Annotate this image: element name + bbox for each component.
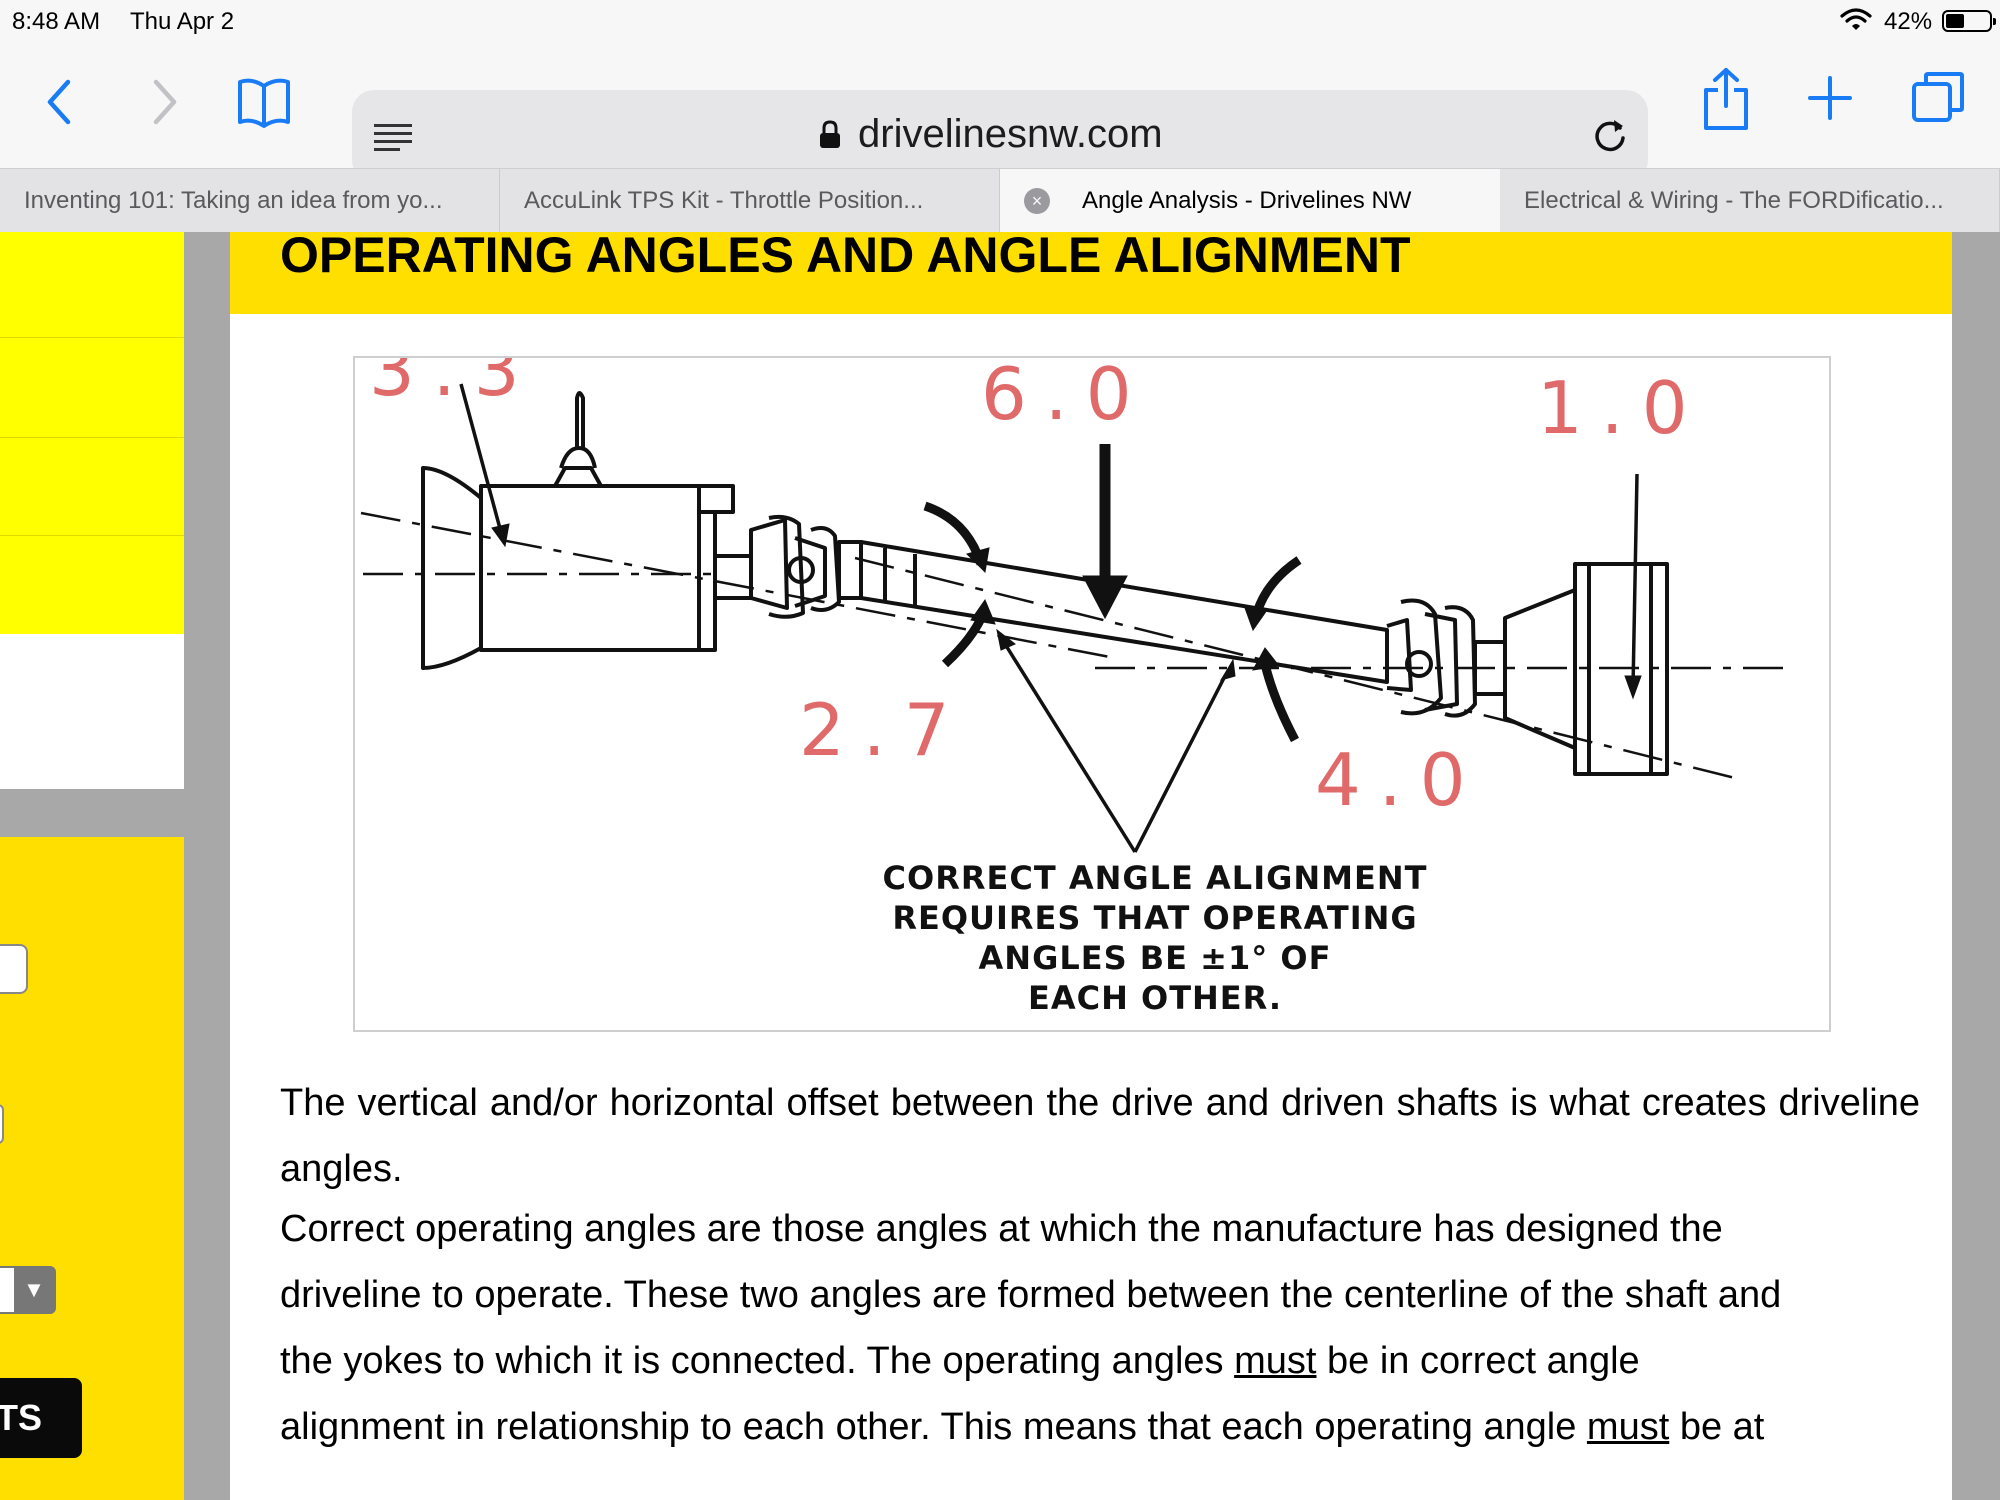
text-segment: be at — [1669, 1406, 1765, 1448]
sidebar-input[interactable] — [0, 944, 28, 994]
wifi-icon — [1840, 8, 1872, 32]
forward-chevron-icon[interactable] — [142, 72, 186, 132]
underlined-must: must — [1586, 1406, 1670, 1448]
handwritten-angle-2-7: 2.7 — [799, 688, 968, 772]
tab-inventing-101[interactable]: Inventing 101: Taking an idea from yo... — [0, 169, 500, 233]
paragraph-offset: The vertical and/or horizontal offset be… — [280, 1082, 1920, 1190]
url-text: drivelinesnw.com — [858, 112, 1163, 156]
angle-diagram: 3.3 6.0 1.0 2.7 4.0 CORRECT ANGLE ALIGNM… — [353, 356, 1831, 1032]
driveline-drawing — [360, 383, 1795, 853]
tab-close-icon[interactable]: × — [1024, 188, 1050, 214]
article-content: OPERATING ANGLES AND ANGLE ALIGNMENT — [230, 232, 1952, 1500]
address-bar[interactable]: drivelinesnw.com — [352, 90, 1648, 182]
battery-fill — [1946, 14, 1964, 28]
paragraph-operating-angles: Correct operating angles are those angle… — [280, 1196, 1920, 1460]
tab-label: Angle Analysis - Drivelines NW — [1082, 187, 1412, 214]
battery-icon — [1942, 10, 1996, 32]
handwritten-angle-1-0: 1.0 — [1537, 366, 1706, 450]
handwritten-angle-3-3: 3.3 — [369, 356, 538, 412]
sidebar-divider — [0, 437, 184, 438]
web-page: ▼ TS OPERATING ANGLES AND ANGLE ALIGNMEN… — [0, 232, 2000, 1500]
status-date: Thu Apr 2 — [130, 8, 235, 35]
share-icon[interactable] — [1700, 66, 1752, 132]
tab-electrical-wiring[interactable]: Electrical & Wiring - The FORDificatio..… — [1500, 169, 2000, 233]
dropdown-arrow-icon: ▼ — [14, 1268, 54, 1312]
caption-line: EACH OTHER. — [1027, 979, 1283, 1017]
paragraph-line: alignment in relationship to each other.… — [280, 1394, 1920, 1460]
paragraph-line: Correct operating angles are those angle… — [280, 1208, 1723, 1250]
sidebar-menu — [0, 232, 184, 634]
diagram-caption: CORRECT ANGLE ALIGNMENT REQUIRES THAT OP… — [805, 858, 1505, 1018]
sidebar-submit-button[interactable]: TS — [0, 1378, 82, 1458]
article-body: The vertical and/or horizontal offset be… — [280, 1070, 1920, 1460]
caption-line: CORRECT ANGLE ALIGNMENT — [882, 859, 1428, 897]
sidebar-input-2[interactable] — [0, 1104, 4, 1144]
sidebar-divider — [0, 535, 184, 536]
sidebar-search-panel: ▼ TS — [0, 837, 184, 1500]
text-segment: be in correct angle — [1316, 1340, 1640, 1382]
tab-angle-analysis[interactable]: × Angle Analysis - Drivelines NW — [1000, 169, 1500, 233]
paragraph-line: the yokes to which it is connected. The … — [280, 1328, 1920, 1394]
tab-acculink-tps-kit[interactable]: AccuLink TPS Kit - Throttle Position... — [500, 169, 1000, 233]
tab-bar: Inventing 101: Taking an idea from yo...… — [0, 168, 2000, 233]
tab-label: AccuLink TPS Kit - Throttle Position... — [524, 187, 924, 214]
back-chevron-icon[interactable] — [38, 72, 82, 132]
tabs-overview-icon[interactable] — [1910, 70, 1966, 126]
sidebar-divider — [0, 337, 184, 338]
browser-toolbar: drivelinesnw.com — [0, 40, 2000, 182]
paragraph-line: driveline to operate. These two angles a… — [280, 1274, 1782, 1316]
heading-band: OPERATING ANGLES AND ANGLE ALIGNMENT — [230, 232, 1952, 314]
lock-icon — [818, 120, 842, 150]
tab-label: Electrical & Wiring - The FORDificatio..… — [1524, 187, 1944, 214]
sidebar-select[interactable]: ▼ — [0, 1266, 56, 1314]
reader-lines-icon[interactable] — [370, 114, 416, 158]
bookmarks-book-icon[interactable] — [236, 70, 292, 134]
caption-line: ANGLES BE ±1° OF — [978, 939, 1332, 977]
new-tab-plus-icon[interactable] — [1806, 74, 1854, 122]
underlined-must: must — [1234, 1340, 1317, 1382]
page-title: OPERATING ANGLES AND ANGLE ALIGNMENT — [280, 232, 1411, 283]
tab-label: Inventing 101: Taking an idea from yo... — [24, 187, 443, 214]
status-time: 8:48 AM — [12, 8, 101, 35]
text-segment: alignment in relationship to each other.… — [280, 1406, 1587, 1448]
handwritten-angle-6-0: 6.0 — [981, 356, 1150, 436]
caption-line: REQUIRES THAT OPERATING — [892, 899, 1418, 937]
status-bar: 8:48 AM Thu Apr 2 42% — [0, 0, 2000, 40]
text-segment: the yokes to which it is connected. The … — [280, 1340, 1235, 1382]
reload-icon[interactable] — [1588, 114, 1632, 158]
handwritten-angle-4-0: 4.0 — [1315, 738, 1484, 822]
battery-percent: 42% — [1884, 8, 1933, 35]
